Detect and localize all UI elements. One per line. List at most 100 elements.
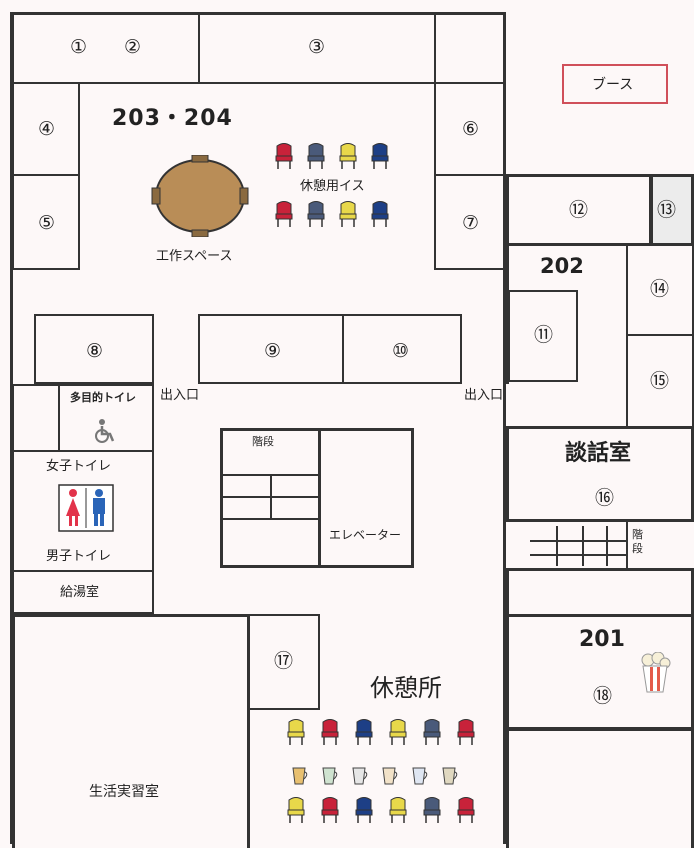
chair-icon [422,718,442,746]
chair-icon [306,142,326,170]
room-14[interactable]: ⑭ [626,244,694,336]
kitchenette[interactable]: 給湯室 [12,570,154,614]
cup-icon [320,764,340,786]
chair-icon [338,142,358,170]
room-203-204-title: 203・204 [112,106,233,131]
round-table [151,155,249,237]
room-201-title: 201 [579,627,625,652]
room-7[interactable]: ⑦ [434,174,506,270]
lounge[interactable]: 談話室 ⑯ [506,426,694,522]
room-13-number: ⑬ [657,199,677,221]
chair-icon [338,200,358,228]
elevator[interactable]: エレベーター [318,428,414,568]
life-practice-room[interactable]: 生活実習室 [12,614,250,848]
room-14-number: ⑭ [650,278,670,300]
room-8-number: ⑧ [86,340,104,362]
stair-line-right [530,540,626,542]
cup-icon [410,764,430,786]
wall-202-left [506,244,509,384]
kitchenette-label: 給湯室 [60,585,100,600]
chair-icon [320,796,340,824]
room-17-number: ⑰ [274,650,294,672]
central-stairs-label: 階段 [252,435,274,448]
cup-icon [440,764,460,786]
booth[interactable]: ブース [562,64,668,104]
room-1-2[interactable]: ① ② [12,12,200,84]
cup-icon [380,764,400,786]
stair-post [626,522,628,568]
right-stairs-label: 階段 [632,528,643,555]
room-7-number: ⑦ [462,212,480,234]
stair-rail [270,474,272,520]
room-3-number: ③ [308,36,326,58]
stair-post [582,526,584,566]
chair-icon [354,718,374,746]
room-1-number: ① [70,36,88,58]
room-5[interactable]: ⑤ [12,174,80,270]
elevator-label: エレベーター [329,528,402,542]
room-11-number: ⑪ [534,324,554,346]
room-10[interactable]: ⑩ [342,314,462,384]
booth-label: ブース [592,77,634,93]
rest-chairs-label: 休憩用イス [300,179,365,194]
room-4-number: ④ [38,118,56,140]
room-202-title: 202 [540,254,584,278]
entrance-right-label: 出入口 [464,388,504,403]
chair-icon [370,200,390,228]
women-toilet-label: 女子トイレ [46,459,112,474]
multi-toilet-label: 多目的トイレ [70,391,136,404]
room-2-number: ② [124,36,142,58]
restroom-icon [58,484,114,532]
stair-line-right [530,554,626,556]
chair-icon [306,200,326,228]
lounge-title: 談話室 [565,441,632,466]
life-practice-room-label: 生活実習室 [89,784,159,800]
cup-icon [350,764,370,786]
cup-icon [290,764,310,786]
rest-area-title: 休憩所 [370,674,442,702]
stair-post [606,526,608,566]
room-6[interactable]: ⑥ [434,82,506,176]
chair-icon [354,796,374,824]
chair-icon [370,142,390,170]
room-17[interactable]: ⑰ [248,614,320,710]
room-10-number: ⑩ [392,340,410,362]
wheelchair-icon [95,419,115,443]
room-6-number: ⑥ [462,118,480,140]
room-11[interactable]: ⑪ [508,290,578,382]
popcorn-icon [641,652,671,693]
room-18-number: ⑱ [593,685,613,707]
chair-icon [274,142,294,170]
chair-icon [388,796,408,824]
corridor-block-right [506,568,694,616]
room-3[interactable]: ③ [198,12,436,84]
room-4[interactable]: ④ [12,82,80,176]
entrance-left-label: 出入口 [160,388,200,403]
chair-icon [286,796,306,824]
room-15-number: ⑮ [650,370,670,392]
room-bottom-right [506,728,694,848]
room-9[interactable]: ⑨ [198,314,344,384]
chair-icon [456,718,476,746]
craft-space-label: 工作スペース [156,249,233,264]
corner-block-top [434,12,506,84]
toilet-side-cell [12,384,60,452]
room-13[interactable]: ⑬ [650,174,694,246]
chair-icon [422,796,442,824]
chair-icon [286,718,306,746]
room-16-number: ⑯ [595,487,615,509]
room-12-number: ⑫ [569,199,589,221]
chair-icon [274,200,294,228]
chair-icon [456,796,476,824]
room-5-number: ⑤ [38,212,56,234]
room-12[interactable]: ⑫ [506,174,652,246]
chair-icon [320,718,340,746]
room-9-number: ⑨ [264,340,282,362]
room-8[interactable]: ⑧ [34,314,154,384]
central-stairs[interactable] [220,428,320,568]
men-toilet-label: 男子トイレ [46,549,112,564]
stair-post [556,526,558,566]
chair-icon [388,718,408,746]
room-15[interactable]: ⑮ [626,334,694,428]
